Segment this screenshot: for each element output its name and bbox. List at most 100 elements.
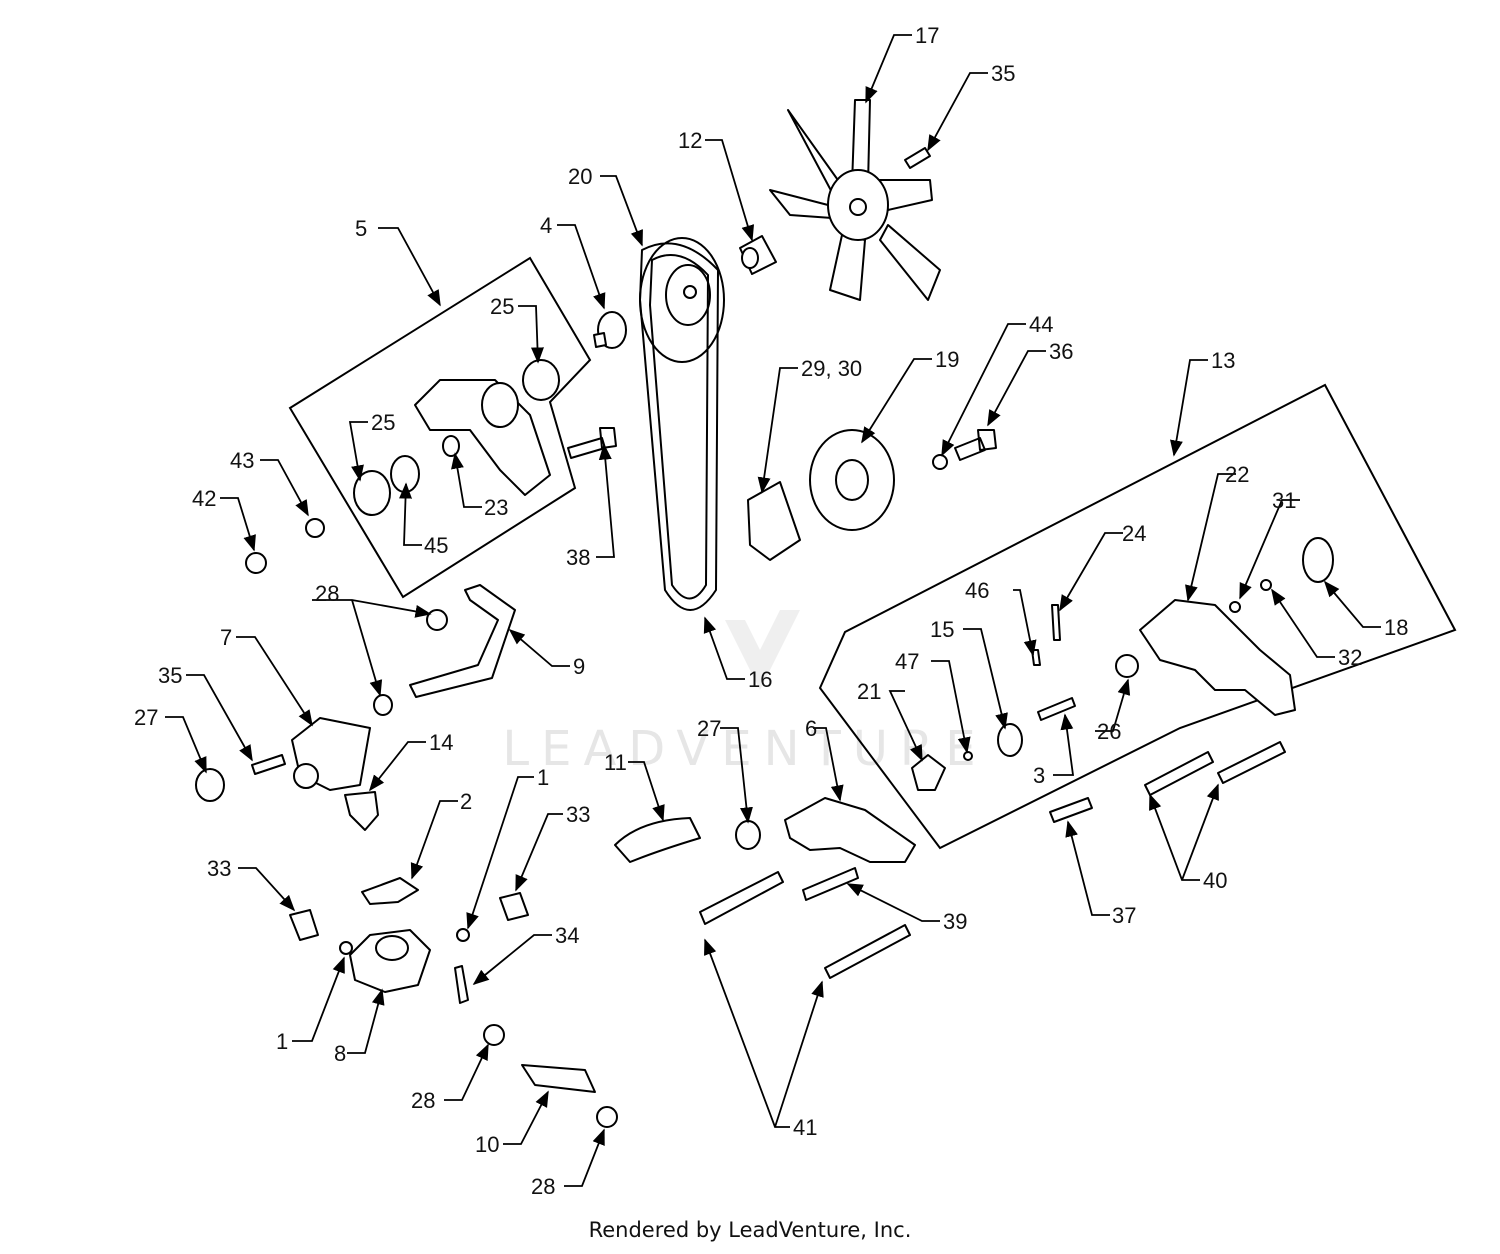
callout-23: 23 [484,495,508,520]
shaft-3-part[interactable] [1037,697,1076,721]
fan-bolt-part[interactable] [904,147,931,169]
clamp-27b-part[interactable] [735,820,761,850]
bracket-assembly-part[interactable] [353,359,560,516]
bolt-40b-part[interactable] [1217,741,1286,784]
callout-20: 20 [568,164,592,189]
callout-10: 10 [475,1132,499,1157]
callout-9: 9 [573,654,585,679]
washer-43-part[interactable] [305,518,325,538]
clip-31-part[interactable] [1229,601,1241,613]
callout-32: 32 [1338,645,1362,670]
clamp-28a-part[interactable] [426,609,448,631]
bolt-37-part[interactable] [1049,797,1093,823]
callout-31: 31 [1272,488,1296,513]
callout-18: 18 [1384,615,1408,640]
callout-41: 41 [793,1115,817,1140]
bolt-39-part[interactable] [802,867,859,901]
callout-12: 12 [678,128,702,153]
callout-34: 34 [555,923,579,948]
clamp-27a-part[interactable] [195,768,225,802]
bolt-34-part[interactable] [454,965,469,1004]
callout-1-top: 1 [537,765,549,790]
callout-28-bottom: 28 [531,1174,555,1199]
gear-18-part[interactable] [1302,537,1334,583]
group-box-5 [288,256,592,599]
callout-24: 24 [1122,521,1146,546]
clamp-28c-part[interactable] [483,1024,505,1046]
bolt-40a-part[interactable] [1144,751,1214,796]
hose-10-part[interactable] [521,1064,596,1093]
callout-46: 46 [965,578,989,603]
pump-6-part[interactable] [784,797,916,863]
callout-28-top: 28 [315,581,339,606]
callout-36: 36 [1049,339,1073,364]
nut-42-part[interactable] [245,552,267,574]
callout-15: 15 [930,617,954,642]
oring-1a-part[interactable] [339,941,353,955]
belt-part[interactable] [639,242,719,611]
group-box-13 [818,383,1457,850]
callout-17: 17 [915,23,939,48]
fitting-33a-part[interactable] [289,909,319,941]
oring-1b-part[interactable] [456,928,470,942]
callout-13: 13 [1211,348,1235,373]
pin-24-part[interactable] [1051,604,1061,641]
bolt-36-part[interactable] [954,429,997,461]
bolt-38-part[interactable] [567,427,617,459]
housing-7-part[interactable] [291,717,371,791]
gasket-plate-part[interactable] [747,481,801,561]
callout-45: 45 [424,533,448,558]
hub-part[interactable] [593,311,627,349]
callout-33-right: 33 [566,802,590,827]
thermostat-part[interactable] [344,791,379,831]
callout-26: 26 [1097,719,1121,744]
callout-29-30: 29, 30 [801,356,862,381]
fan-part[interactable] [769,99,941,301]
callout-21: 21 [857,679,881,704]
washer-44-part[interactable] [932,454,948,470]
washer-32-part[interactable] [1260,579,1272,591]
callout-37: 37 [1112,903,1136,928]
seal-26-part[interactable] [1115,654,1139,678]
callout-3: 3 [1033,763,1045,788]
callout-5: 5 [355,216,367,241]
bolt-41b-part[interactable] [824,924,911,979]
gasket-2-part[interactable] [361,877,419,905]
callout-19: 19 [935,347,959,372]
callout-28-mid: 28 [411,1088,435,1113]
callout-25-top: 25 [490,294,514,319]
callout-44: 44 [1029,312,1053,337]
callout-38: 38 [566,545,590,570]
callout-35: 35 [158,663,182,688]
callout-35-fan: 35 [991,61,1015,86]
callout-39: 39 [943,909,967,934]
hose-11-part[interactable] [614,817,701,863]
clamp-28b-part[interactable] [373,694,393,716]
callout-8: 8 [334,1041,346,1066]
callout-33-left: 33 [207,856,231,881]
callout-22: 22 [1225,462,1249,487]
hose-9-part[interactable] [409,584,516,698]
callout-7: 7 [220,625,232,650]
impeller-21-part[interactable] [911,754,946,791]
seal-47-part[interactable] [963,751,973,761]
outlet-8-part[interactable] [349,929,431,993]
gear-15-part[interactable] [997,723,1023,757]
callout-4: 4 [540,213,552,238]
housing-22-part[interactable] [1139,599,1296,716]
bolt-41a-part[interactable] [699,871,784,925]
callout-27-left: 27 [134,705,158,730]
callout-27-right: 27 [697,716,721,741]
plate-19-part[interactable] [809,429,895,531]
callout-47: 47 [895,649,919,674]
callout-2: 2 [460,789,472,814]
spacer-part[interactable] [739,235,777,275]
watermark-logo [725,610,800,690]
callout-42: 42 [192,486,216,511]
fitting-33b-part[interactable] [499,892,529,921]
clamp-28d-part[interactable] [596,1106,618,1128]
callout-6: 6 [805,716,817,741]
bolt-35-part[interactable] [251,754,286,775]
callout-40: 40 [1203,868,1227,893]
